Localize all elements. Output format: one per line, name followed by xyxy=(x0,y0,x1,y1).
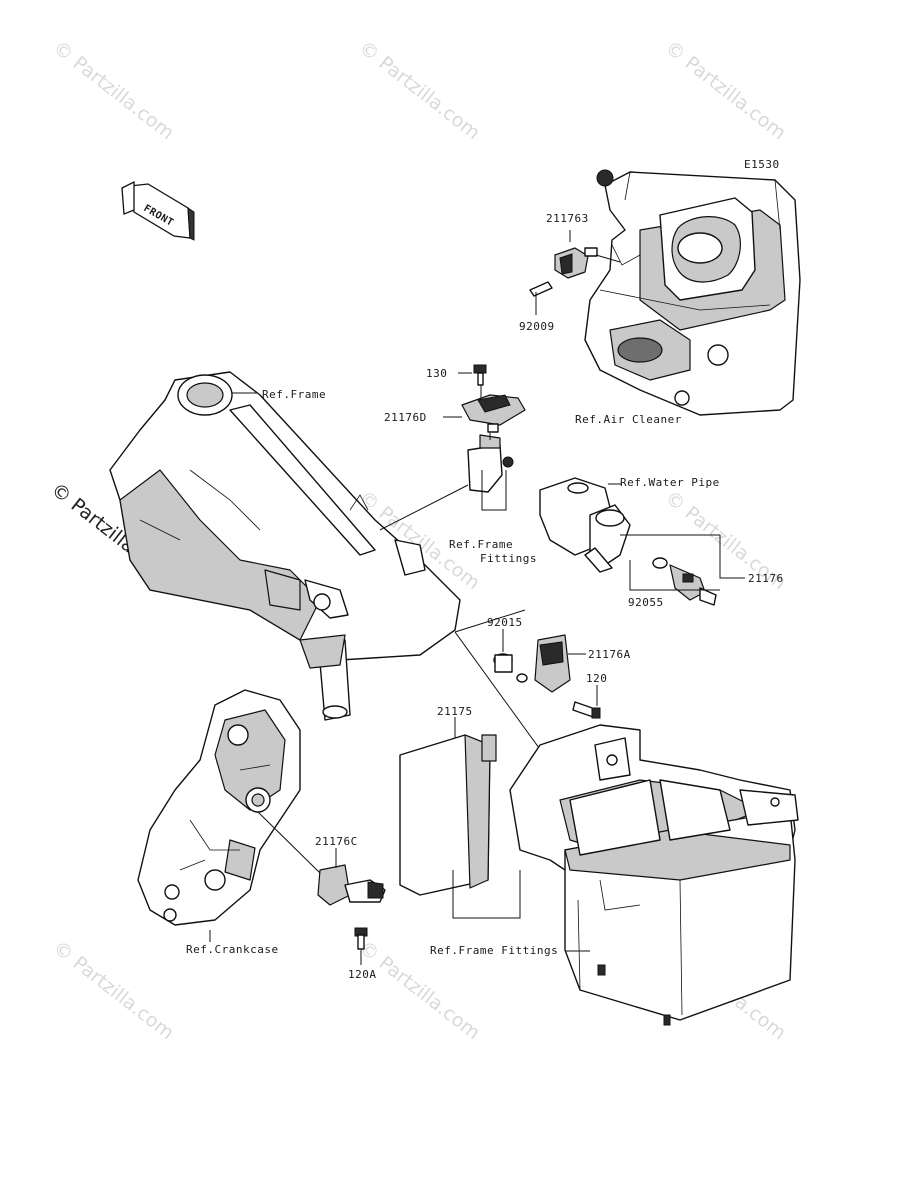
air-cleaner-illustration xyxy=(584,169,801,416)
ref-label-frame: Ref.Frame xyxy=(262,388,326,401)
ref-label-frame-fittings-1: Ref.Frame xyxy=(449,538,513,551)
crankcase-illustration xyxy=(137,689,301,926)
watermark: © Partzilla.com xyxy=(49,937,178,1045)
water-pipe xyxy=(539,477,631,573)
sensor-21176 xyxy=(652,557,717,606)
watermark: © Partzilla.com xyxy=(355,37,484,145)
part-label-21176A: 21176A xyxy=(588,648,631,661)
bolt-130 xyxy=(473,364,487,386)
front-arrow-icon: FRONT xyxy=(121,180,195,241)
ref-label-frame-fittings-2: Fittings xyxy=(480,552,537,565)
part-label-21176D: 21176D xyxy=(384,411,427,424)
part-label-92009: 92009 xyxy=(519,320,555,333)
battery-case xyxy=(509,724,799,1026)
part-label-211763: 211763 xyxy=(546,212,589,225)
diagram-code: E1530 xyxy=(744,158,780,171)
bracket xyxy=(467,434,514,493)
ref-label-air-cleaner: Ref.Air Cleaner xyxy=(575,413,682,426)
ecu-21175 xyxy=(399,734,497,896)
frame-illustration xyxy=(109,371,461,721)
part-label-21176: 21176 xyxy=(748,572,784,585)
part-label-92015: 92015 xyxy=(487,616,523,629)
watermark: © Partzilla.com xyxy=(661,37,790,145)
sensor-21176D xyxy=(461,394,526,433)
part-label-21175: 21175 xyxy=(437,705,473,718)
watermark: © Partzilla.com xyxy=(49,37,178,145)
sensor-211763 xyxy=(529,247,598,297)
part-label-21176C: 21176C xyxy=(315,835,358,848)
sensor-21176A xyxy=(493,634,601,719)
ref-label-water-pipe: Ref.Water Pipe xyxy=(620,476,720,489)
ref-label-frame-fittings-bottom: Ref.Frame Fittings xyxy=(430,944,558,957)
part-label-120A: 120A xyxy=(348,968,377,981)
part-label-120: 120 xyxy=(586,672,607,685)
part-label-92055: 92055 xyxy=(628,596,664,609)
part-label-130: 130 xyxy=(426,367,447,380)
ref-label-crankcase: Ref.Crankcase xyxy=(186,943,279,956)
sensor-21176C xyxy=(317,864,386,950)
